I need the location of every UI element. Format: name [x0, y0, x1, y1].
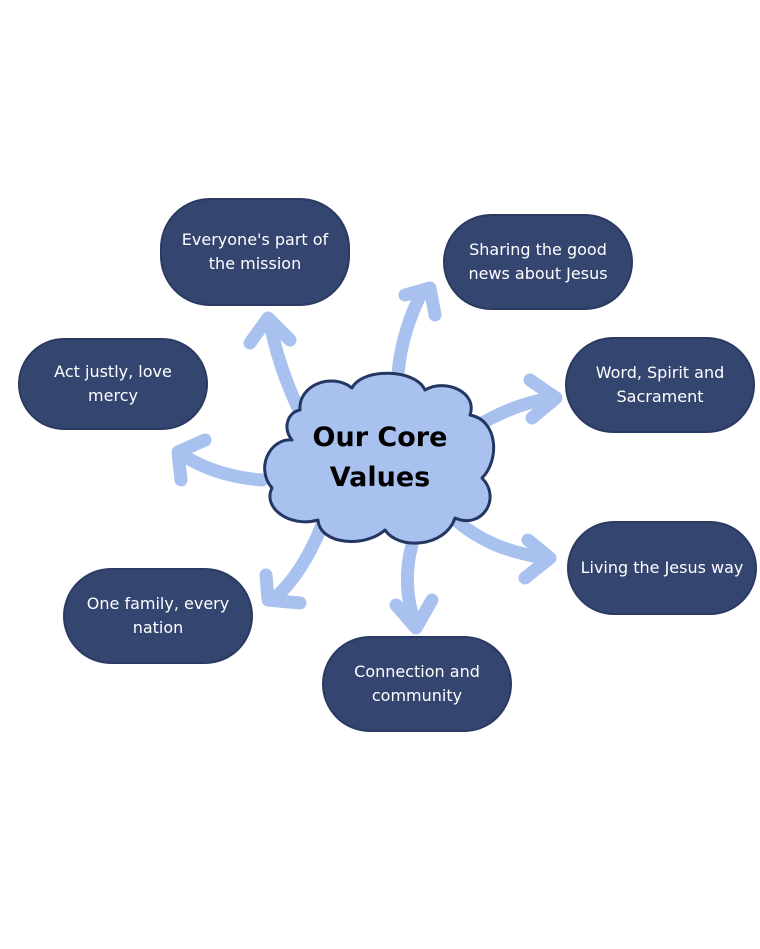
value-node-word: Word, Spirit and Sacrament — [565, 337, 755, 433]
arrow-to-mission — [243, 311, 305, 415]
arrow-to-community — [389, 538, 439, 635]
center-title: Our Core Values — [312, 422, 448, 493]
value-node-justice: Act justly, love mercy — [18, 338, 208, 430]
arrow-to-jesus-way — [451, 515, 557, 585]
value-node-family: One family, every nation — [63, 568, 253, 664]
arrow-to-family — [259, 518, 329, 610]
value-node-good-news: Sharing the good news about Jesus — [443, 214, 633, 310]
value-node-mission: Everyone's part of the mission — [160, 198, 350, 306]
arrow-to-justice — [171, 433, 269, 487]
value-node-jesus-way: Living the Jesus way — [567, 521, 757, 615]
value-node-community: Connection and community — [322, 636, 512, 732]
arrow-to-good-news — [391, 281, 442, 382]
cloud-shape — [263, 371, 496, 545]
